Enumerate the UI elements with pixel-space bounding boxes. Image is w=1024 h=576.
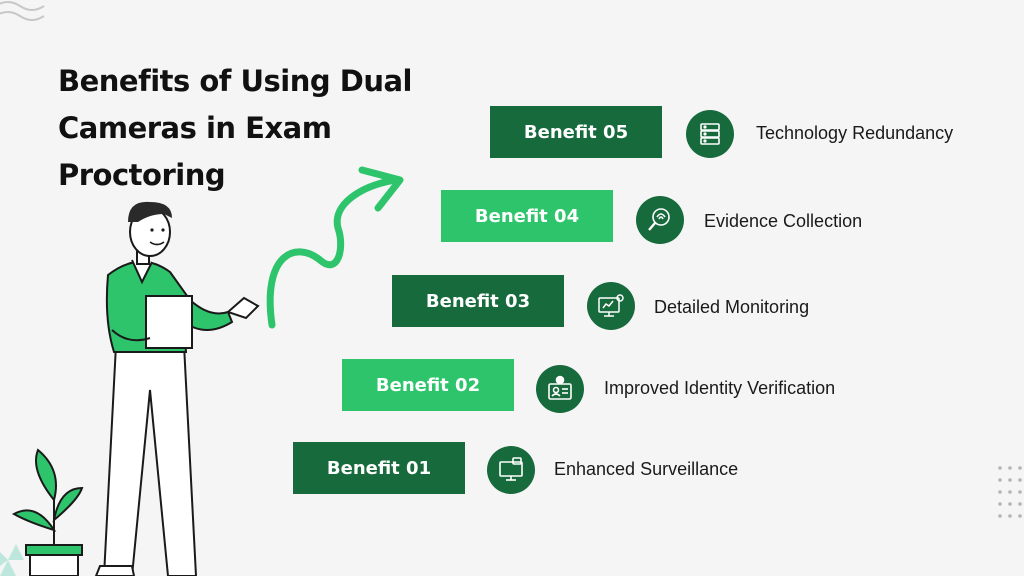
triangle-decoration xyxy=(0,544,24,576)
benefit-02-step: Benefit 02 xyxy=(342,359,514,411)
dot-grid-decoration xyxy=(998,466,1022,518)
plant-illustration xyxy=(11,448,84,576)
benefit-05-label: Benefit 05 xyxy=(523,121,629,143)
title-line-2: Cameras in Exam xyxy=(58,111,332,145)
title-line-3: Proctoring xyxy=(58,158,226,192)
benefit-04-description: Evidence Collection xyxy=(704,211,863,231)
benefit-01-description: Enhanced Surveillance xyxy=(554,459,739,479)
benefit-04-label: Benefit 04 xyxy=(474,205,580,227)
benefit-05-step: Benefit 05 xyxy=(490,106,662,158)
benefit-05-description: Technology Redundancy xyxy=(756,123,954,143)
benefit-03-step: Benefit 03 xyxy=(392,275,564,327)
id-card-icon xyxy=(536,365,584,413)
decorative-wave-lines xyxy=(0,1,45,21)
benefit-03-label: Benefit 03 xyxy=(425,290,531,312)
presenter-illustration xyxy=(94,201,260,576)
title-line-1: Benefits of Using Dual xyxy=(58,64,412,98)
benefit-04-step: Benefit 04 xyxy=(441,190,613,242)
benefit-01-label: Benefit 01 xyxy=(326,457,432,479)
fingerprint-icon xyxy=(636,196,684,244)
benefit-03-description: Detailed Monitoring xyxy=(654,297,810,317)
benefit-02-description: Improved Identity Verification xyxy=(604,378,836,398)
growth-arrow xyxy=(266,166,404,329)
benefit-01-step: Benefit 01 xyxy=(293,442,465,494)
benefit-02-label: Benefit 02 xyxy=(375,374,481,396)
secure-monitor-icon xyxy=(487,446,535,494)
page-title: Benefits of Using Dual Cameras in Exam P… xyxy=(58,58,418,199)
server-icon xyxy=(686,110,734,158)
monitor-analytics-icon xyxy=(587,282,635,330)
